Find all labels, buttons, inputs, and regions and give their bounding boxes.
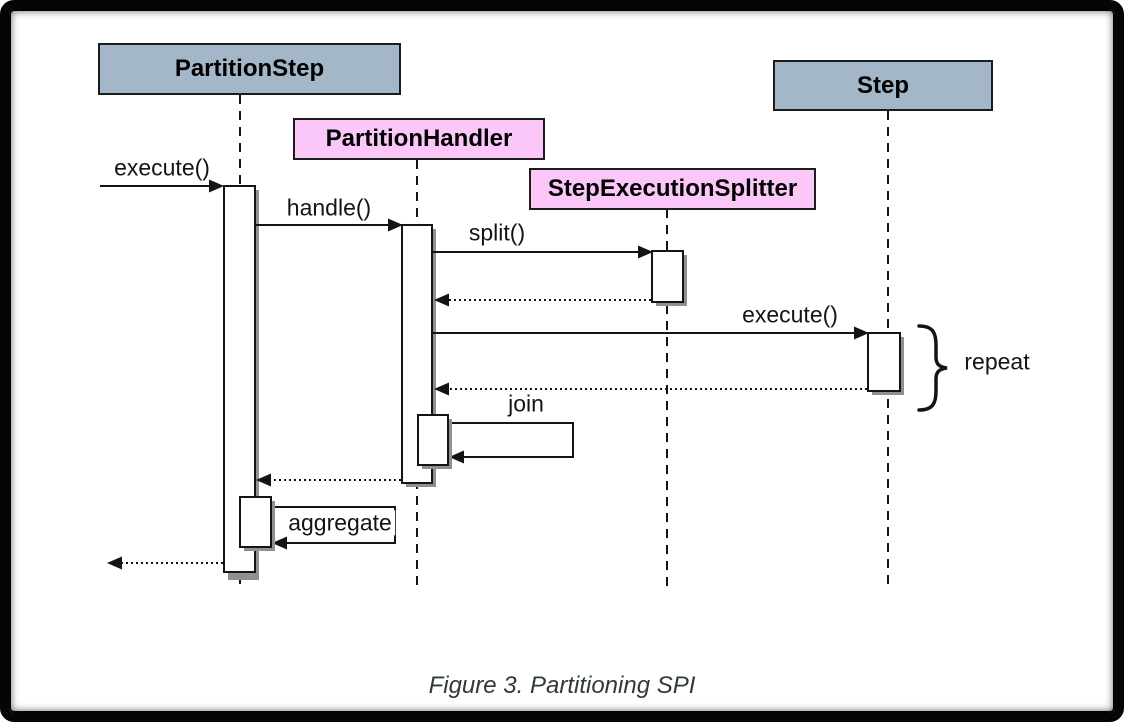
arrowhead-split	[638, 245, 653, 259]
activation-bar-step	[867, 332, 901, 392]
arrowhead-return-split	[434, 293, 449, 307]
participant-name-partitionstep: PartitionStep	[174, 55, 325, 82]
call-arrowheads	[209, 179, 869, 550]
arrow-aggregate-selfcall	[272, 506, 396, 544]
arrowhead-join	[449, 450, 464, 464]
repeat-brace	[917, 324, 948, 412]
arrowhead-aggregate	[272, 536, 287, 550]
message-label-split: split()	[468, 219, 526, 246]
arrowhead-execute-found	[209, 179, 224, 193]
participant-name-step: Step	[856, 71, 909, 99]
message-label-aggregate: aggregate	[285, 510, 395, 536]
participant-name-stepexecutionsplitter: StepExecutionSplitter	[547, 175, 798, 202]
sub-activation-aggregate	[239, 496, 272, 548]
call-arrows	[100, 185, 857, 544]
arrowhead-return-execute-step	[434, 382, 449, 396]
participant-header-partitionhandler: PartitionHandler	[293, 118, 545, 160]
participant-name-partitionhandler: PartitionHandler	[325, 125, 513, 152]
activation-bar-splitter	[651, 250, 684, 303]
arrow-join-selfcall	[449, 422, 574, 458]
sub-activations	[239, 414, 452, 551]
figure-caption: Figure 3. Partitioning SPI	[428, 672, 696, 699]
message-label-handle: handle()	[286, 194, 372, 221]
message-label-execute-step: execute()	[742, 301, 838, 328]
arrowhead-execute-step	[854, 326, 869, 340]
arrowhead-handle	[388, 218, 403, 232]
sub-activation-join	[417, 414, 449, 466]
arrowhead-return-execute-found	[107, 556, 122, 570]
message-label-join: join	[508, 390, 544, 417]
participant-header-partitionstep: PartitionStep	[98, 43, 401, 95]
repeat-label: repeat	[964, 348, 1030, 375]
participant-header-stepexecutionsplitter: StepExecutionSplitter	[529, 168, 816, 210]
arrowhead-return-handle	[256, 473, 271, 487]
participant-header-step: Step	[773, 60, 993, 111]
message-label-execute-found: execute()	[114, 154, 210, 181]
return-arrowheads	[107, 293, 449, 570]
return-arrows	[122, 299, 867, 564]
